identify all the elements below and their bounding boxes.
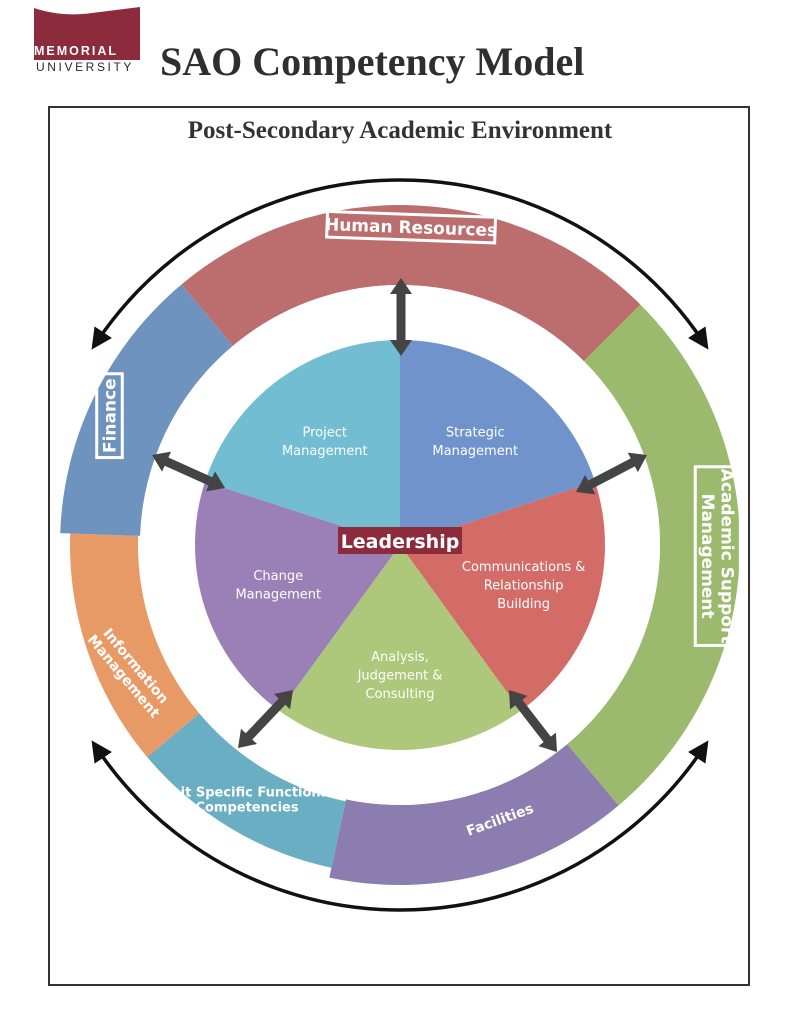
inner-text-change-management-line: Change <box>253 569 303 584</box>
outer-label-human-resources: Human Resources <box>325 209 498 245</box>
inner-text-change-management-line: Management <box>235 587 321 602</box>
outer-segment-unit-specific <box>147 713 346 868</box>
outer-label-unit-specific: Unit Specific Functions/Competencies <box>161 786 334 816</box>
outer-label-box-academic-support <box>693 465 742 647</box>
inner-text-strategic-management-line: Strategic <box>446 426 505 441</box>
memorial-university-logo: MEMORIAL UNIVERSITY <box>32 6 142 74</box>
environment-title: Post-Secondary Academic Environment <box>187 117 613 144</box>
double-arrow-finance <box>152 451 225 492</box>
outer-text-academic-support-line: Academic Support <box>717 469 737 644</box>
outer-segment-human-resources <box>181 204 641 362</box>
cycle-arrow-bottom-right <box>524 740 709 890</box>
outer-text-academic-support-line: Management <box>697 494 717 619</box>
outer-label-box-human-resources <box>325 209 498 245</box>
outer-ring <box>60 204 740 885</box>
outer-text-unit-specific-line: Competencies <box>195 801 298 816</box>
logo-name: MEMORIAL <box>34 44 119 58</box>
inner-text-analysis-line: Consulting <box>365 687 434 702</box>
double-arrow-information-management <box>238 690 293 748</box>
logo-flag-icon <box>34 7 140 60</box>
inner-text-analysis-line: Analysis, <box>371 650 429 665</box>
outer-text-unit-specific-line: Unit Specific Functions/ <box>161 786 334 801</box>
outer-text-unit-specific: Unit Specific Functions/Competencies <box>161 786 334 816</box>
inner-text-analysis-line: Judgement & <box>357 669 443 684</box>
center-leadership: Leadership <box>338 527 462 554</box>
outer-segment-finance <box>60 284 233 536</box>
outer-segment-academic-support <box>567 304 740 806</box>
environment-frame <box>48 106 750 986</box>
double-arrow-facilities <box>509 690 557 752</box>
double-arrow-academic-support <box>576 452 647 495</box>
outer-label-box-finance <box>95 372 124 460</box>
double-arrow-human-resources <box>390 278 412 356</box>
inner-wedge-project-management <box>205 340 400 545</box>
leadership-label: Leadership <box>341 531 460 553</box>
inner-text-communications-line: Relationship <box>484 579 564 594</box>
outer-label-academic-support: Academic SupportManagement <box>693 465 742 647</box>
cycle-arc-bottom <box>274 886 526 912</box>
inner-text-communications-line: Building <box>497 597 550 612</box>
leadership-badge <box>338 527 462 554</box>
page-title: SAO Competency Model <box>160 39 585 84</box>
inner-wedge-analysis <box>279 545 521 751</box>
cycle-arrow-bottom-left <box>91 740 276 890</box>
outer-text-finance-line: Finance <box>100 378 120 453</box>
inner-text-strategic-management-line: Management <box>432 444 518 459</box>
inner-text-project-management-line: Management <box>282 444 368 459</box>
inner-text-analysis: Analysis, Judgement & Consulting <box>357 650 443 702</box>
outer-segment-information-management <box>69 533 200 758</box>
inner-text-project-management-line: Project <box>303 426 347 441</box>
outer-text-academic-support: Academic SupportManagement <box>697 469 737 644</box>
outer-label-finance: Finance <box>95 372 124 460</box>
outer-text-finance: Finance <box>100 378 120 453</box>
cycle-arrow-top-left <box>91 200 276 350</box>
cycle-arrow-top-right <box>524 200 709 350</box>
cycle-arc-top <box>274 178 526 204</box>
logo-subname: UNIVERSITY <box>36 60 135 74</box>
inner-text-communications-line: Communications & <box>462 560 586 575</box>
inner-wedge-strategic-management <box>400 340 595 545</box>
outer-segment-facilities <box>329 744 619 885</box>
